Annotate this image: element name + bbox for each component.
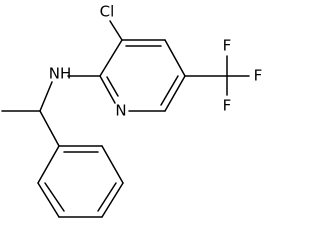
bond-n1-c2-inner [106, 76, 119, 97]
phenyl-bond-3 [101, 182, 124, 218]
bond-c2-c3 [99, 39, 123, 77]
pyridine-ring [99, 39, 186, 112]
phenyl-bond-6 [37, 145, 60, 184]
bond-c5-c6 [164, 75, 186, 112]
phenyl-ring [37, 145, 124, 218]
bond-c3-cl [109, 20, 123, 41]
chlorine-label: Cl [100, 3, 115, 21]
bond-n1-c2 [99, 75, 116, 104]
fluorine-top-label: F [223, 37, 232, 55]
fluorine-bottom-label: F [223, 97, 232, 115]
phenyl-bond-5-inner [44, 182, 65, 212]
amine-label: NH [49, 65, 72, 83]
phenyl-bond-5 [37, 182, 60, 218]
bond-ch-phenyl [39, 110, 60, 147]
phenyl-bond-2 [101, 145, 124, 184]
bond-c4-c5 [164, 39, 186, 77]
bond-c5-c6-inner [160, 75, 179, 106]
structure-diagram: Cl NH N F F F [1, 3, 263, 218]
ring-nitrogen-label: N [115, 102, 126, 120]
fluorine-right-label: F [254, 67, 263, 85]
phenyl-bond-3-inner [97, 182, 117, 212]
bond-nh-ch [39, 81, 53, 112]
